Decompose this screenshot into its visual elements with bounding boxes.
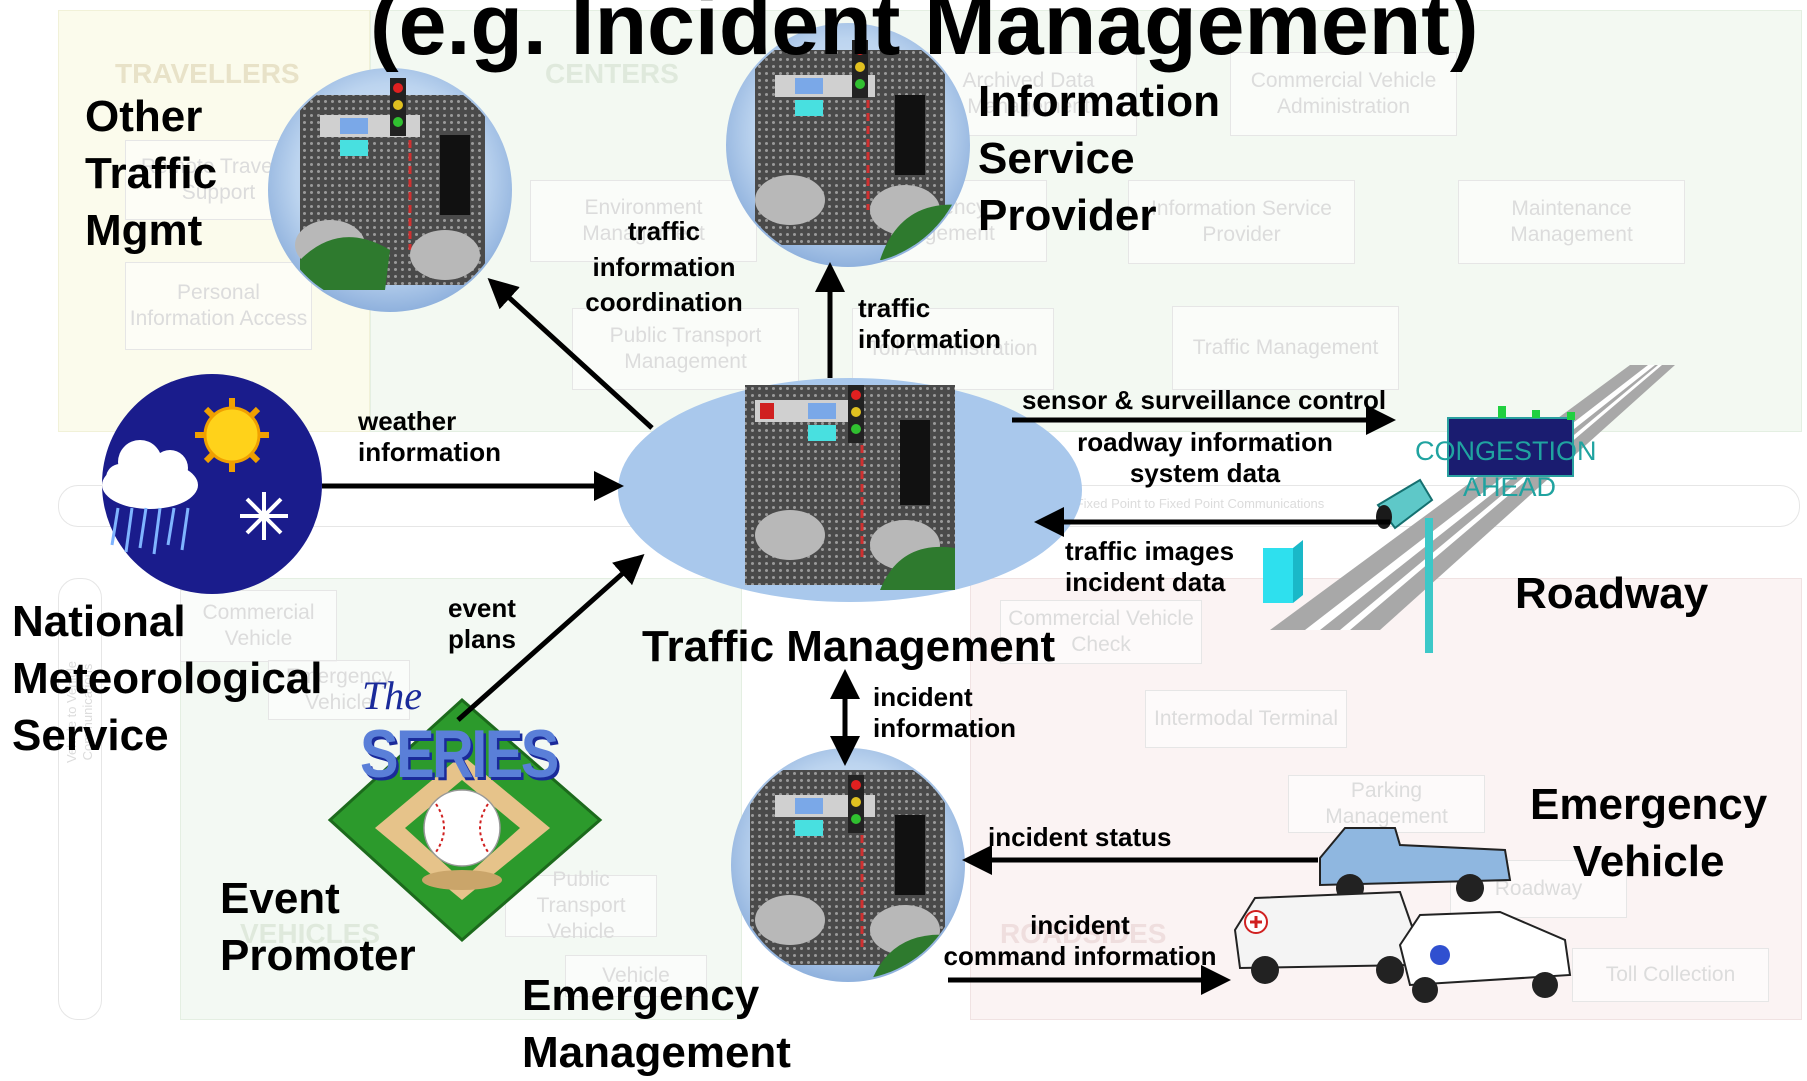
- bg-subsystem: Commercial Vehicle Administration: [1230, 52, 1457, 136]
- flow-label-sensor: sensor & surveillance control: [1022, 385, 1387, 415]
- weather-icon: [102, 374, 322, 594]
- bg-group-label: ROADSIDES: [1000, 918, 1167, 949]
- node-label-weather: National Meteorological Service: [12, 597, 323, 761]
- arrow-from-event: [456, 554, 645, 722]
- bg-subsystem: Information Service Provider: [1128, 180, 1355, 264]
- message-sign-icon: [1447, 406, 1575, 477]
- bg-subsystem: Intermodal Terminal: [1145, 690, 1347, 748]
- bg-subsystem: Emergency Vehicle: [268, 660, 410, 720]
- rain-icon: [110, 507, 190, 555]
- flow-label-incident-info: incident information: [873, 682, 1016, 743]
- sign-text-line2: AHEAD: [1463, 472, 1557, 502]
- bg-subsystem: Toll Administration: [852, 308, 1054, 390]
- bg-subsystem: Commercial Vehicle: [180, 590, 337, 662]
- bg-subsystem: Vehicle: [565, 955, 707, 997]
- flow-label-weather-info: weather information: [358, 406, 501, 467]
- bg-group-label: CENTERS: [545, 58, 679, 89]
- bg-subsystem: Personal Information Access: [125, 262, 312, 350]
- control-room-icon: [726, 23, 970, 267]
- flow-arrows: [322, 262, 1396, 995]
- bg-subsystem: Commercial Vehicle Check: [1000, 600, 1202, 664]
- flow-label-images: traffic images incident data: [1065, 536, 1235, 597]
- bg-subsystem: Traffic Management: [1172, 306, 1399, 390]
- flow-label-roadway-info: roadway information system data: [1077, 427, 1333, 488]
- node-label-roadway: Roadway: [1515, 569, 1709, 618]
- emergency-vehicles-icon: [1233, 827, 1572, 1003]
- control-room-icon: [745, 385, 955, 590]
- sign-text-line1: CONGESTION: [1415, 436, 1597, 466]
- bg-channel-label: Fixed Point to Fixed Point Communication…: [1075, 495, 1325, 511]
- bg-subsystem: Parking Management: [1288, 775, 1485, 833]
- cloud-icon: [102, 440, 198, 509]
- node-label-emergency-mgmt: Emergency Management: [522, 971, 791, 1078]
- bg-group-label: VEHICLES: [240, 918, 381, 949]
- snowflake-icon: [240, 492, 288, 540]
- node-label-isp: Information Service Provider: [978, 77, 1220, 241]
- page-title: (e.g. Incident Management): [370, 0, 1479, 73]
- control-room-icon: [731, 748, 965, 982]
- flow-label-incident-status: incident status: [988, 822, 1172, 852]
- flow-label-coordination: traffic information coordination: [585, 216, 743, 318]
- bg-subsystem: Maintenance Management: [1458, 180, 1685, 264]
- baseball-logo: [327, 697, 603, 943]
- arrow-to-other-traffic: [487, 277, 654, 430]
- data-block-icon: [1293, 540, 1303, 603]
- node-label-other-traffic: Other Traffic Mgmt: [85, 92, 218, 256]
- bg-subsystem: Environment Management: [530, 180, 757, 262]
- bg-bus-vehicle: [58, 578, 102, 1020]
- logo-the: The: [362, 673, 422, 718]
- bg-group-label: TRAVELLERS: [115, 58, 300, 89]
- control-room-icon: [268, 68, 512, 312]
- flow-label-event-plans: event plans: [448, 593, 516, 654]
- flow-label-traffic-info: traffic information: [858, 293, 1001, 354]
- bg-subsystem: Public Transport Management: [572, 308, 799, 390]
- node-label-traffic-mgmt: Traffic Management: [642, 622, 1056, 671]
- node-label-emergency-vehicle: Emergency Vehicle: [1530, 780, 1768, 887]
- node-label-event: Event Promoter: [220, 874, 416, 981]
- bg-subsystem: Toll Collection: [1572, 948, 1769, 1002]
- logo-series: SERIES: [360, 716, 559, 792]
- data-block-icon: [1263, 548, 1293, 603]
- flow-label-incident-cmd: incident command information: [943, 910, 1217, 971]
